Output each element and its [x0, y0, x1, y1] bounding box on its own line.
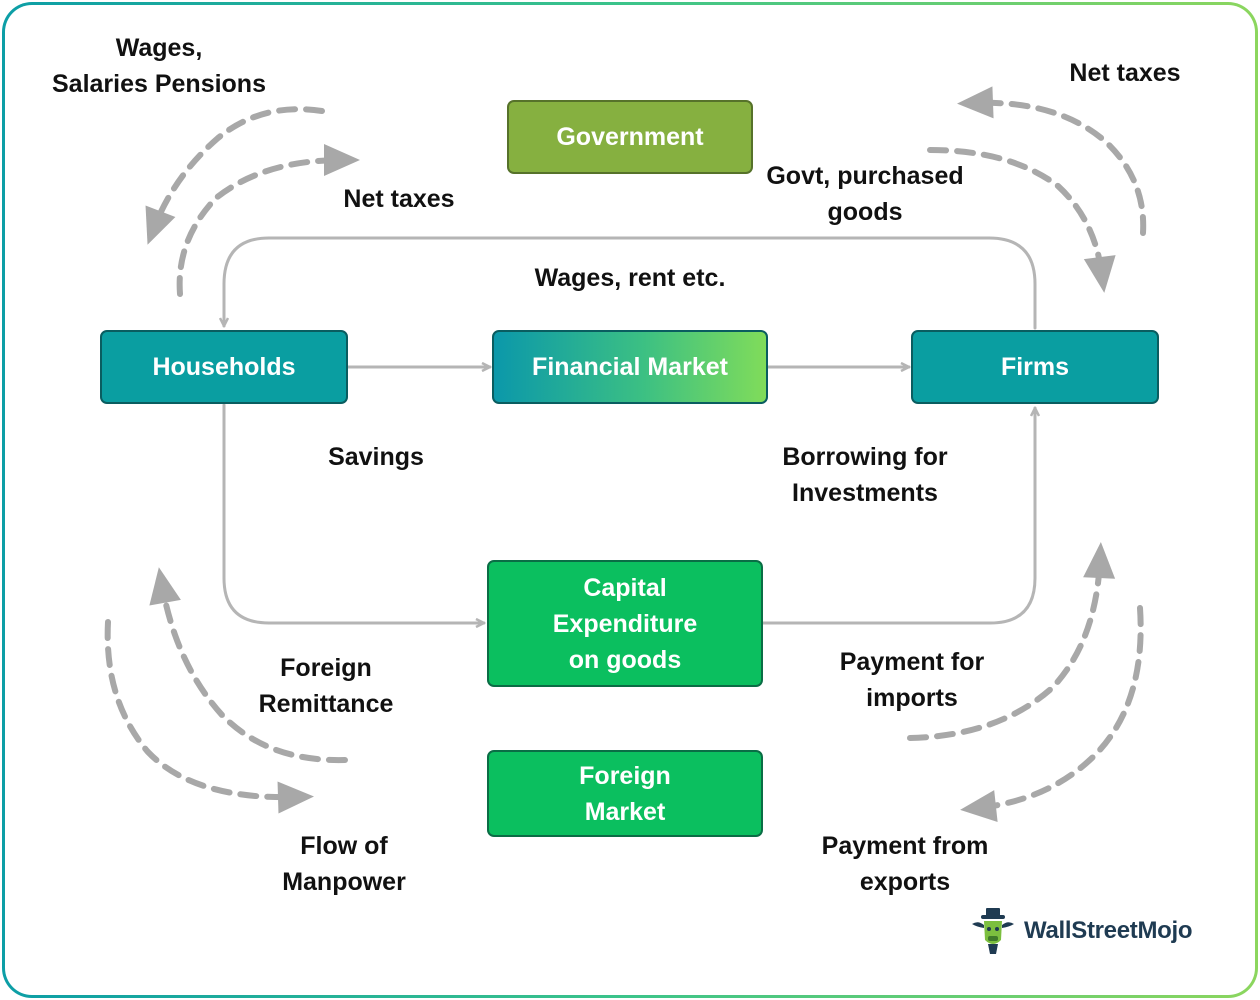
label-payment-from-exports: Payment from exports: [790, 828, 1020, 900]
households-label: Households: [152, 353, 296, 381]
label-foreign-remittance: Foreign Remittance: [236, 650, 416, 722]
dashed-arrow-wages-to-households: [145, 106, 325, 245]
dashed-arrow-payment-for-imports: [907, 542, 1116, 741]
dashed-arrow-net-taxes-to-government: [176, 144, 360, 297]
label-wages-line-1: Wages,: [115, 34, 203, 62]
label-wages-salaries-pensions: Wages, Salaries Pensions: [30, 30, 288, 102]
label-imports-line-1: Payment for: [839, 648, 985, 676]
label-flow-of-manpower: Flow of Manpower: [254, 828, 434, 900]
capital-expenditure-line-3: on goods: [568, 645, 682, 674]
firms-label: Firms: [1000, 353, 1070, 381]
foreign-market-line-1: Foreign: [579, 761, 671, 790]
label-imports-line-2: imports: [866, 684, 958, 712]
households-box: Households: [100, 330, 348, 404]
dashed-arrow-govt-goods-to-firms: [927, 147, 1116, 293]
government-box: Government: [507, 100, 753, 174]
dashed-arrow-foreign-remittance: [149, 567, 348, 764]
dashed-arrow-payment-from-exports: [960, 605, 1144, 822]
capital-expenditure-line-1: Capital: [583, 573, 667, 602]
label-wages-rent: Wages, rent etc.: [534, 264, 726, 292]
label-savings: Savings: [328, 443, 424, 471]
government-label: Government: [556, 123, 704, 151]
label-exports-line-1: Payment from: [821, 832, 989, 860]
loop-firms-to-households: [224, 236, 1037, 330]
label-net-taxes-left: Net taxes: [343, 185, 455, 213]
label-net-taxes-right: Net taxes: [1069, 59, 1181, 87]
financial-market-label: Financial Market: [532, 353, 728, 381]
foreign-market-box: Foreign Market: [487, 750, 763, 837]
label-wages-line-2: Salaries Pensions: [51, 70, 266, 98]
label-govt-line-2: goods: [827, 198, 903, 226]
label-borrowing-for-investments: Borrowing for Investments: [755, 439, 975, 511]
arrow-households-to-capital-expenditure: [222, 403, 486, 623]
logo-text: WallStreetMojo: [1024, 917, 1193, 944]
label-manpower-line-1: Flow of: [300, 832, 388, 860]
label-borrowing-line-1: Borrowing for: [782, 443, 948, 471]
arrow-capital-expenditure-to-firms: [761, 406, 1035, 625]
label-remittance-line-2: Remittance: [258, 690, 394, 718]
foreign-market-line-2: Market: [584, 797, 666, 826]
bull-mascot-icon: [972, 908, 1014, 954]
label-govt-purchased-goods: Govt, purchased goods: [745, 158, 985, 230]
label-manpower-line-2: Manpower: [282, 868, 406, 896]
label-exports-line-2: exports: [859, 868, 951, 896]
financial-market-box: Financial Market: [492, 330, 768, 404]
dashed-arrow-net-taxes-from-firms: [957, 86, 1147, 236]
wallstreetmojo-logo: WallStreetMojo: [968, 906, 1193, 956]
dashed-arrow-flow-of-manpower: [104, 619, 314, 814]
capital-expenditure-line-2: Expenditure: [552, 609, 698, 638]
label-borrowing-line-2: Investments: [792, 479, 938, 507]
label-payment-for-imports: Payment for imports: [812, 644, 1012, 716]
label-remittance-line-1: Foreign: [280, 654, 372, 682]
label-govt-line-1: Govt, purchased: [766, 162, 964, 190]
firms-box: Firms: [911, 330, 1159, 404]
capital-expenditure-box: Capital Expenditure on goods: [487, 560, 763, 687]
